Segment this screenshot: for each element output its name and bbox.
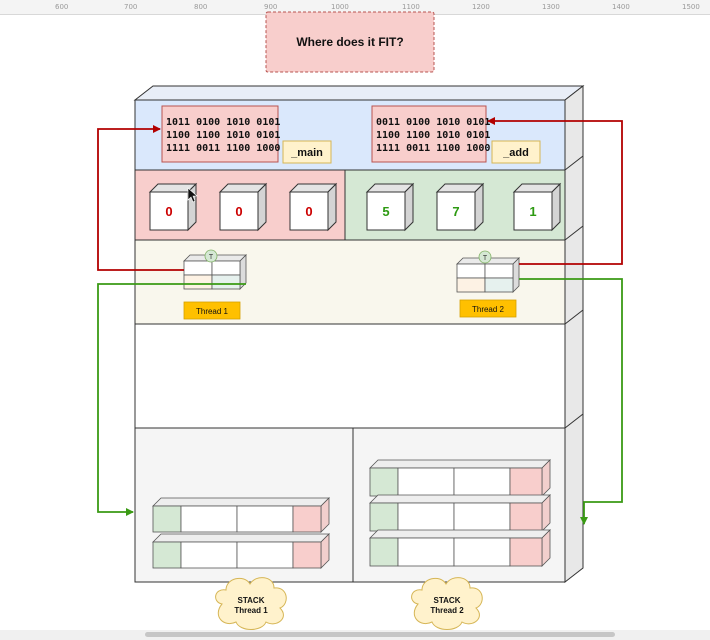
stack-cloud-line: Thread 2 [430,606,464,615]
thread-1-stack-connector [97,283,246,516]
global-var-value: 7 [452,204,459,219]
main-label[interactable]: _main [282,140,332,164]
stack-frame[interactable] [369,494,551,532]
diagram-title: Where does it FIT? [296,35,403,49]
ruler-tick: 1000 [331,3,349,11]
thread-2-badge: T [478,250,492,264]
code-block-main[interactable]: 1011 0100 1010 0101 1100 1100 1010 0101 … [161,105,280,163]
stack-cloud-thread-1[interactable]: STACK Thread 1 [215,577,287,630]
stack-cloud-thread-2[interactable]: STACK Thread 2 [411,577,483,630]
cursor-icon [187,187,198,203]
title-card[interactable]: Where does it FIT? [265,11,435,73]
global-var-value: 0 [235,204,242,219]
thread-2-label[interactable]: Thread 2 [459,299,517,318]
thread-1-block[interactable] [183,254,247,290]
scrollbar-thumb[interactable] [145,632,615,637]
thread-label-text: Thread 2 [472,305,505,314]
global-var-cube[interactable]: 0 [218,182,268,232]
global-var-cube[interactable]: 1 [512,182,562,232]
thread-badge-text: T [209,254,214,261]
thread-1-label[interactable]: Thread 1 [183,301,241,320]
ruler-tick: 700 [124,3,138,11]
global-var-cube[interactable]: 0 [148,182,198,232]
global-var-value: 0 [165,204,172,219]
horizontal-scrollbar[interactable] [0,630,710,640]
thread-2-code-connector [487,117,623,265]
ruler-tick: 900 [264,3,278,11]
ruler-tick: 1200 [472,3,490,11]
stack-cloud-line: Thread 1 [234,606,268,615]
thread-1-badge: T [204,249,218,263]
code-block-add[interactable]: 0011 0100 1010 0101 1100 1100 1010 0101 … [371,105,490,163]
global-var-value: 5 [382,204,389,219]
stack-cloud-line: STACK [434,596,461,605]
ruler-tick: 1300 [542,3,560,11]
add-label[interactable]: _add [491,140,541,164]
global-var-cube[interactable]: 7 [435,182,485,232]
add-label-text: _add [502,147,529,159]
code-line: 1011 0100 1010 0101 [166,117,280,128]
thread-badge-text: T [483,255,488,262]
stack-cloud-line: STACK [238,596,265,605]
code-line: 1100 1100 1010 0101 [376,130,490,141]
heap-section [134,323,566,429]
thread-1-code-connector [97,125,184,271]
ruler-tick: 1500 [682,3,700,11]
stack-frame[interactable] [152,533,330,569]
code-line: 0011 0100 1010 0101 [376,117,490,128]
stack-frame[interactable] [369,529,551,567]
code-line: 1111 0011 1100 1000 [376,143,490,154]
global-var-value: 0 [305,204,312,219]
thread-2-stack-connector [519,278,623,525]
stack-frame[interactable] [152,497,330,533]
global-var-value: 1 [529,204,536,219]
main-label-text: _main [290,147,323,159]
thread-label-text: Thread 1 [196,307,229,316]
code-line: 1111 0011 1100 1000 [166,143,280,154]
ruler-tick: 800 [194,3,208,11]
ruler-tick: 600 [55,3,69,11]
stack-frame[interactable] [369,459,551,497]
ruler-tick: 1400 [612,3,630,11]
thread-2-block[interactable] [456,257,520,293]
ruler-tick: 1100 [402,3,420,11]
global-var-cube[interactable]: 0 [288,182,338,232]
code-line: 1100 1100 1010 0101 [166,130,280,141]
global-var-cube[interactable]: 5 [365,182,415,232]
